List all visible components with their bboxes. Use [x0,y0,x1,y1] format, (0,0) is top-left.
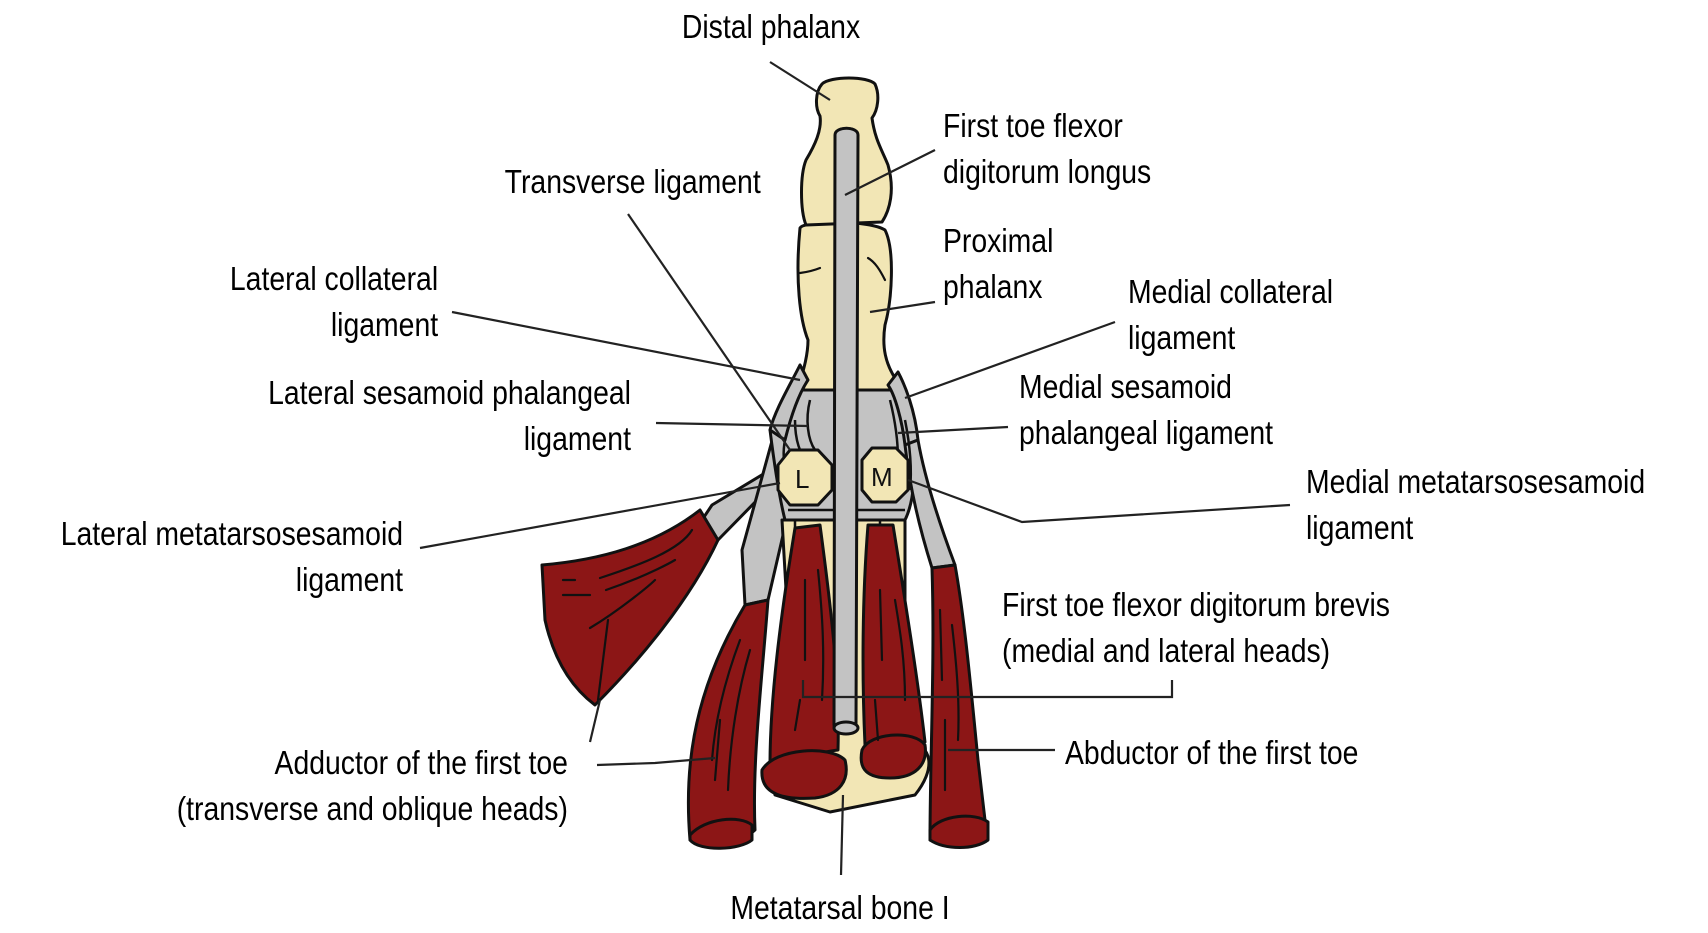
label-fhl: First toe flexor digitorum longus [943,107,1152,190]
leader-fhl [844,149,936,196]
leader-lines [419,61,1291,876]
leader-metatarsal [839,794,845,876]
flexor-digitorum-longus-tendon [832,126,860,732]
leader-lateral-metatarsosesamoid [419,481,781,550]
label-transverse-ligament: Transverse ligament [504,163,761,200]
label-distal-phalanx: Distal phalanx [681,8,861,45]
label-medial-metatarsosesamoid-ligament: Medial metatarsosesamoid ligament [1306,463,1646,546]
leader-lateral-collateral [451,310,801,382]
label-abductor-first-toe: Abductor of the first toe [1065,734,1359,771]
medial-sesamoid: M [860,446,910,504]
leader-adductor-transverse [588,699,602,743]
leader-medial-metatarsosesamoid [907,478,1291,524]
lateral-sesamoid: L [776,448,834,507]
label-proximal-phalanx: Proximal phalanx [943,222,1054,305]
leader-distal-phalanx [769,61,831,101]
label-lateral-sesamoid-phalangeal-ligament: Lateral sesamoid phalangeal ligament [268,374,631,457]
leader-fhb [801,680,1174,699]
label-medial-collateral-ligament: Medial collateral ligament [1128,273,1334,356]
label-flexor-digitorum-brevis: First toe flexor digitorum brevis (media… [1002,586,1390,669]
label-medial-sesamoid-phalangeal-ligament: Medial sesamoid phalangeal ligament [1019,368,1274,451]
leader-medial-collateral [904,320,1116,400]
label-metatarsal-bone-i: Metatarsal bone I [730,889,950,926]
flexor-brevis [760,523,927,800]
leader-transverse [627,213,791,451]
sesamoid-letter-m: M [871,462,893,492]
leader-lateral-sesamoid-phalangeal [655,421,809,428]
label-lateral-collateral-ligament: Lateral collateral ligament [229,260,438,343]
leader-proximal-phalanx [869,300,936,314]
label-adductor-first-toe: Adductor of the first toe (transverse an… [176,744,568,827]
label-lateral-metatarsosesamoid-ligament: Lateral metatarsosesamoid ligament [60,515,403,598]
fhb-medial-head [861,523,927,747]
leader-adductor [596,756,716,767]
adductor-oblique-muscle [686,598,770,844]
sesamoid-letter-l: L [795,464,809,494]
adductor-transverse-muscle [540,508,720,707]
abductor-tendon [903,438,957,570]
leader-medial-sesamoid-phalangeal [897,425,1009,435]
abductor-muscle [928,563,990,849]
